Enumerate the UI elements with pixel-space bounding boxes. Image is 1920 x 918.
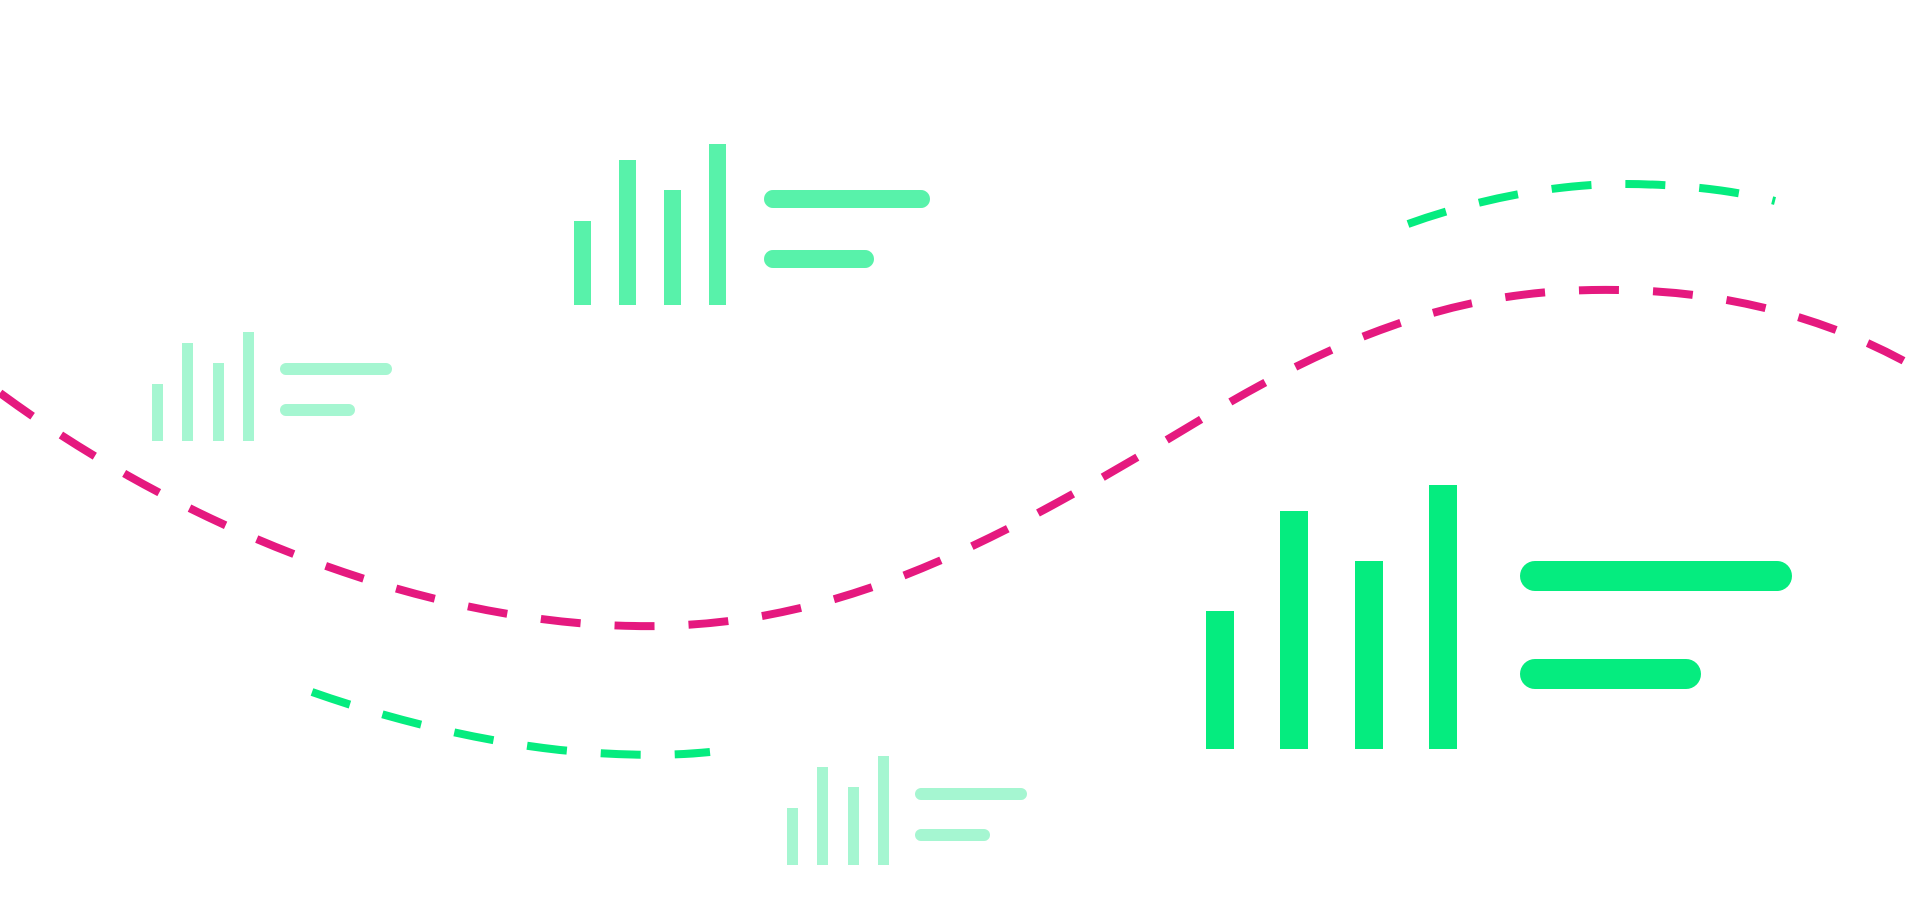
magenta-dashed-wave xyxy=(0,285,1920,631)
bar xyxy=(709,144,726,305)
bar xyxy=(848,787,859,865)
bar-chart-icon xyxy=(787,756,1027,865)
bar xyxy=(878,756,889,865)
bar xyxy=(1206,611,1234,749)
bar xyxy=(1429,485,1457,749)
bar-chart-icon xyxy=(1206,485,1792,749)
bar xyxy=(182,343,193,441)
text-line xyxy=(280,363,392,375)
text-line xyxy=(1520,659,1701,689)
bar-chart-icon xyxy=(574,144,930,305)
bar xyxy=(574,221,591,305)
text-line xyxy=(1520,561,1792,591)
text-line xyxy=(280,404,355,416)
text-line xyxy=(915,829,990,841)
bar xyxy=(1280,511,1308,749)
green-dashed-arc-top xyxy=(1406,179,1776,228)
bar xyxy=(664,190,681,305)
bar xyxy=(213,363,224,441)
text-line xyxy=(764,190,930,208)
text-line xyxy=(915,788,1027,800)
text-line xyxy=(764,250,874,268)
bar xyxy=(243,332,254,441)
bar xyxy=(1355,561,1383,749)
green-dashed-arc-bottom xyxy=(310,688,711,759)
bar-chart-icon xyxy=(152,332,392,441)
bar xyxy=(619,160,636,305)
bar xyxy=(817,767,828,865)
bar xyxy=(152,384,163,441)
bar xyxy=(787,808,798,865)
